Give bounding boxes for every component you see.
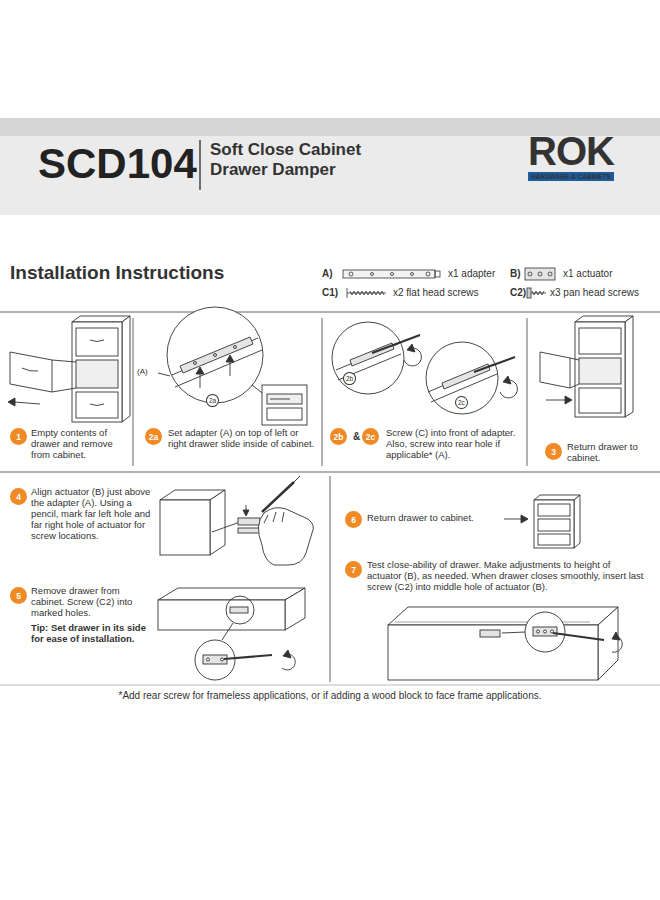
title-heading: SCD104: [38, 142, 197, 186]
callout-circle: 2a: [206, 394, 219, 407]
step-number-circle: 4: [10, 488, 27, 505]
brand-tagline: HARDWARE & CABINETS: [528, 172, 614, 181]
step-panel: Set adapter (A) on top of left or right …: [133, 312, 322, 472]
step2bc-illustration: [332, 322, 517, 414]
step-number: 4: [16, 492, 21, 502]
step-number-circle: 6: [345, 511, 362, 528]
step-number-circle: 2a: [145, 428, 162, 445]
section-heading: Installation Instructions: [10, 262, 224, 284]
step3-illustration: [540, 316, 633, 417]
step6-illustration: [504, 495, 580, 548]
step-number: 5: [16, 591, 21, 601]
step-number-circle: 5: [10, 587, 27, 604]
callout-circle: 2b: [343, 372, 356, 385]
step-instruction: Set adapter (A) on top of left or right …: [168, 427, 318, 449]
step-number-circle: 7: [345, 561, 362, 578]
step-number: 7: [351, 565, 356, 575]
step-instruction: Return drawer to cabinet.: [567, 441, 642, 463]
part-letter: A): [322, 268, 333, 280]
part-letter: B): [510, 268, 521, 280]
step-number: 2b: [334, 432, 344, 442]
step-number: 6: [351, 515, 356, 525]
parts-drawings: [343, 268, 555, 298]
step-joiner: &: [353, 431, 360, 443]
step-panel: Empty contents of drawer and remove from…: [0, 312, 133, 472]
step7-illustration: [388, 607, 622, 680]
step-number-circle: 2b: [330, 428, 347, 445]
header-band: [0, 118, 660, 215]
part-letter: C1): [322, 287, 338, 299]
step-instruction: Remove drawer from cabinet. Screw (C2) i…: [31, 585, 151, 618]
brand-logo: ROK: [528, 131, 614, 171]
step-number: 1: [16, 432, 21, 442]
step-instruction: Empty contents of drawer and remove from…: [31, 427, 129, 460]
step1-illustration: [8, 316, 130, 422]
callout-circle: 2c: [455, 396, 468, 409]
step-panel: Test close-ability of drawer. Make adjus…: [330, 532, 660, 684]
footnote-caption: *Add rear screw for frameless applicatio…: [0, 690, 660, 702]
step-panel: Remove drawer from cabinet. Screw (C2) i…: [0, 572, 330, 684]
step4-illustration: [160, 476, 313, 565]
step-number-circle: 3: [545, 443, 562, 460]
step5-illustration: [158, 588, 305, 680]
step-instruction: Test close-ability of drawer. Make adjus…: [367, 559, 647, 592]
step-panel: Align actuator (B) just above the adapte…: [0, 472, 330, 572]
step2a-illustration: [158, 307, 307, 425]
step-instruction: Align actuator (B) just above the adapte…: [31, 486, 151, 541]
part-quantity: x3 pan head screws: [550, 287, 639, 299]
step-number-circle: 1: [10, 428, 27, 445]
part-quantity: x1 adapter: [448, 268, 495, 280]
product-name: Soft Close Cabinet Drawer Damper: [210, 140, 410, 180]
part-quantity: x1 actuator: [563, 268, 612, 280]
step-number: 2c: [366, 432, 375, 442]
step-panel: Screw (C) into front of adapter. Also, s…: [322, 312, 527, 472]
step-panel: Return drawer to cabinet. 3: [527, 312, 660, 472]
step-instruction: Screw (C) into front of adapter. Also, s…: [386, 427, 524, 460]
panel-dividers: [0, 312, 660, 685]
step-number: 2a: [149, 432, 158, 442]
step-instruction: Return drawer to cabinet.: [367, 512, 503, 523]
part-letter: C2): [510, 287, 526, 299]
part-quantity: x2 flat head screws: [393, 287, 479, 299]
part-callout: (A): [137, 367, 148, 377]
step-number-circle: 2c: [362, 428, 379, 445]
step-number: 3: [551, 447, 556, 457]
step-tip: Tip: Set drawer in its side for ease of …: [31, 622, 146, 644]
step-panel: Return drawer to cabinet. 6: [330, 472, 660, 532]
